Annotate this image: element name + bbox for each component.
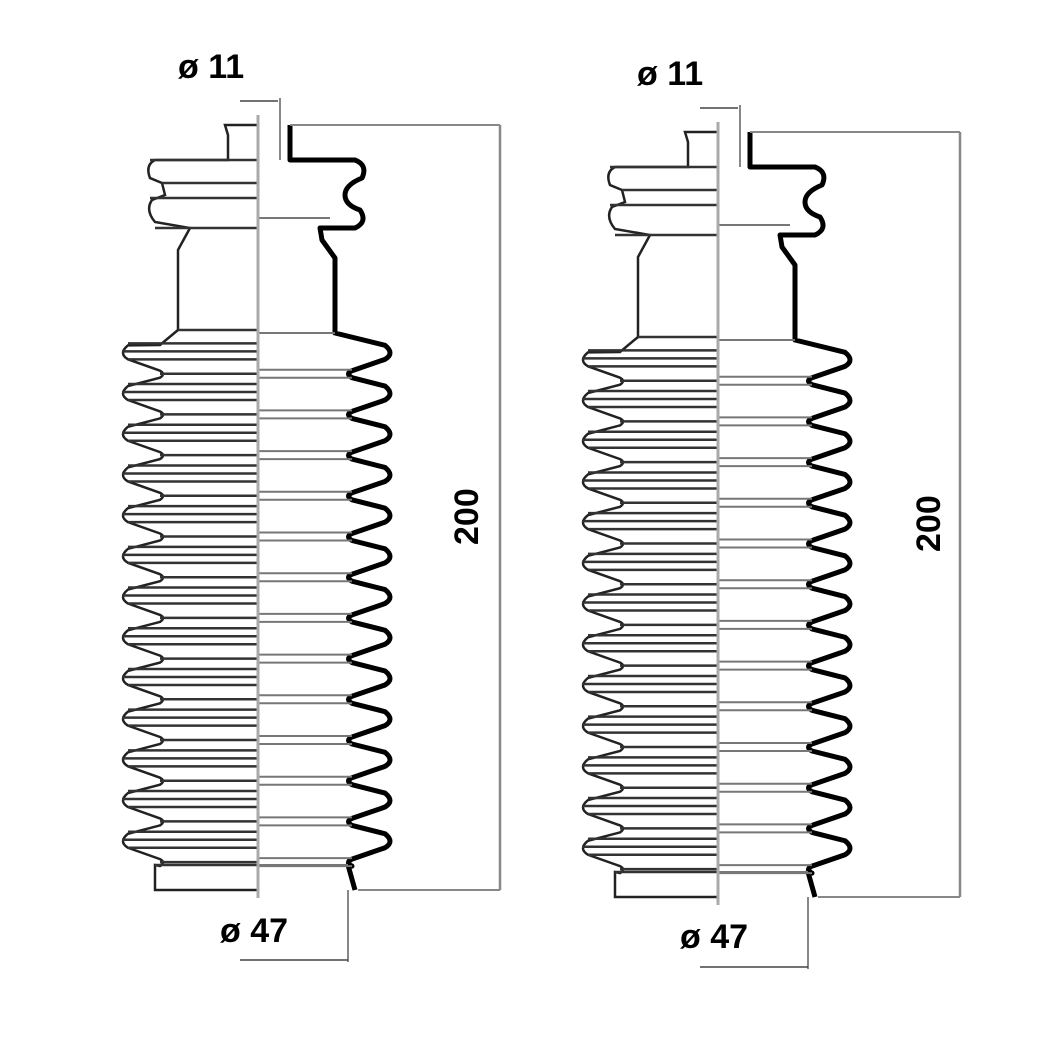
boot-right-profile bbox=[747, 132, 853, 898]
bottom-diameter-label-right: ø 47 bbox=[680, 918, 748, 956]
top-diameter-label-right: ø 11 bbox=[637, 55, 703, 93]
bottom-diameter-label-left: ø 47 bbox=[220, 912, 288, 950]
boot-left-profile bbox=[121, 123, 258, 892]
boot-right bbox=[581, 105, 962, 969]
length-label-right: 200 bbox=[910, 495, 948, 552]
top-diameter-label-left: ø 11 bbox=[178, 48, 244, 86]
boot-left-profile bbox=[581, 130, 718, 899]
boot-right-profile bbox=[287, 125, 393, 891]
length-label-left: 200 bbox=[448, 488, 486, 545]
boot-left bbox=[121, 98, 502, 962]
